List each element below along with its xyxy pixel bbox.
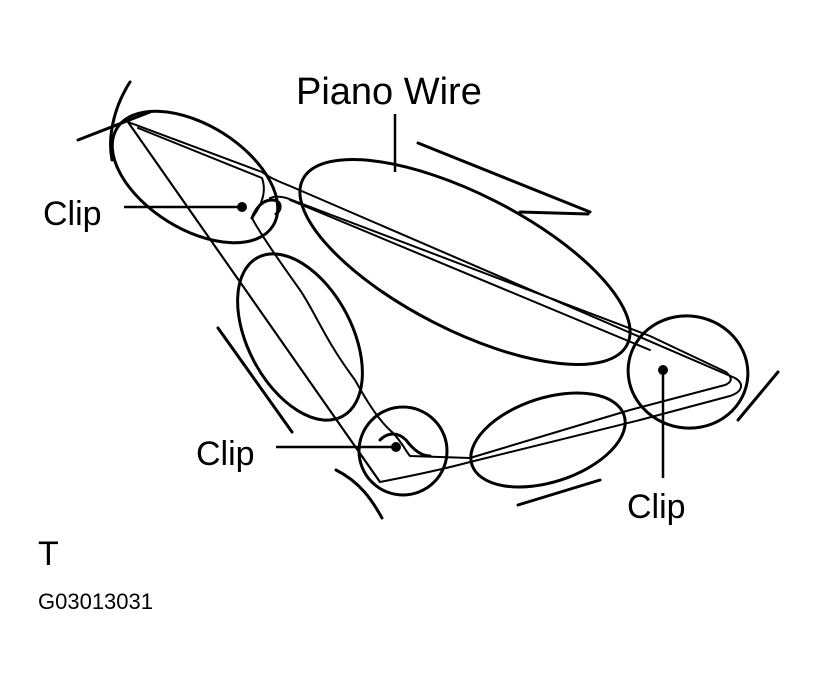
ellipse-top-left	[110, 109, 280, 245]
weatherstrip-outer-edge	[127, 121, 742, 483]
ellipse-right-clip	[626, 314, 750, 430]
ellipse-middle-left	[236, 252, 364, 422]
weatherstrip-left-edge	[127, 121, 381, 483]
piano-wire	[289, 199, 651, 351]
ellipse-top-center	[298, 158, 632, 366]
break-line-right	[736, 370, 780, 422]
break-arc-top-left	[109, 80, 132, 162]
clip-dot-bottom	[391, 442, 401, 452]
weatherstrip-outline	[127, 121, 742, 483]
label-clip-bottom: Clip	[196, 435, 255, 473]
circle-bottom-clip	[357, 405, 449, 497]
view-letter: T	[38, 535, 59, 573]
break-lines	[76, 80, 780, 520]
ellipse-bottom-right	[469, 391, 627, 489]
break-line-left	[216, 326, 294, 434]
break-line-top-right	[416, 141, 592, 214]
weatherstrip-inner-edge	[137, 127, 732, 459]
break-line-top-left	[76, 110, 152, 142]
label-clip-right: Clip	[627, 488, 686, 526]
clip-shape-left	[250, 198, 282, 220]
label-piano-wire: Piano Wire	[296, 71, 482, 113]
clip-shape-bottom	[378, 432, 432, 458]
break-line-bottom-right	[516, 478, 602, 507]
clip-dot-right	[658, 365, 668, 375]
detail-ellipses	[110, 109, 750, 497]
label-clip-left: Clip	[43, 195, 102, 233]
figure-code: G03013031	[38, 589, 153, 614]
break-arc-bottom	[334, 468, 384, 520]
clip-dot-left	[237, 202, 247, 212]
clip-shapes	[250, 198, 432, 458]
break-line-top-right-2	[518, 210, 590, 216]
